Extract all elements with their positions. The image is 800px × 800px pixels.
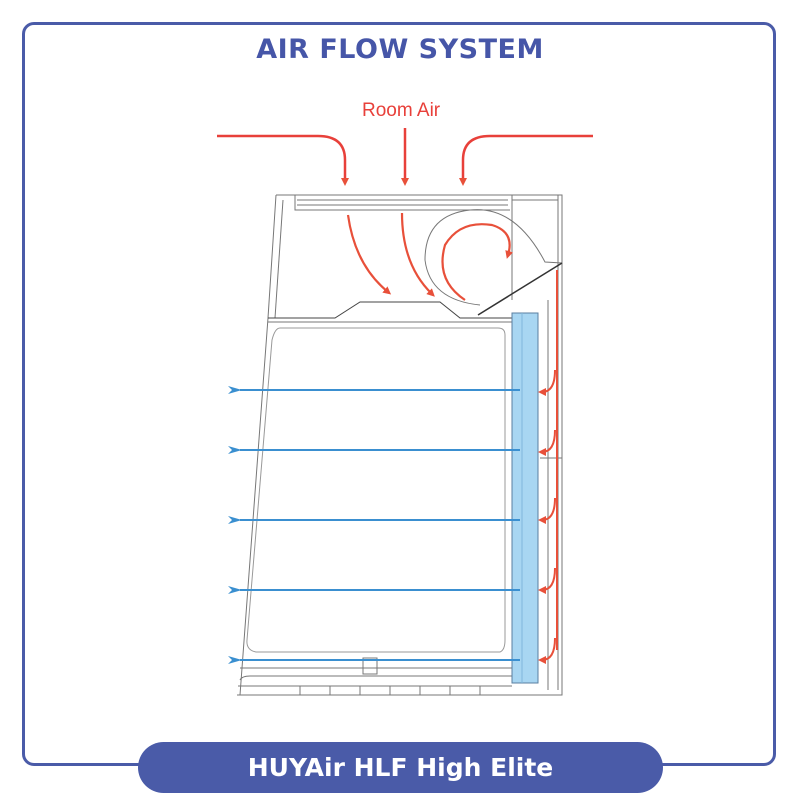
page-title: AIR FLOW SYSTEM xyxy=(256,34,544,65)
plenum-arrows xyxy=(346,212,435,297)
hepa-filter xyxy=(511,312,539,684)
blower-swirl-arrow xyxy=(441,223,513,301)
product-name-banner: HUYAir HLF High Elite xyxy=(138,742,663,793)
intake-arrows xyxy=(217,128,593,186)
laminar-flow-arrows xyxy=(228,386,520,664)
room-air-label: Room Air xyxy=(362,100,441,121)
duct-return-arrows xyxy=(538,270,558,664)
